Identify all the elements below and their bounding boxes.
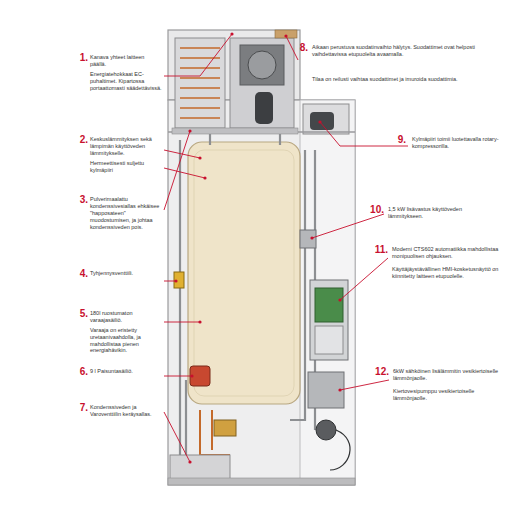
callout-number: 1.: [68, 52, 88, 63]
callout-number: 11.: [362, 244, 388, 255]
callout-number: 10.: [358, 204, 384, 215]
callout-text: Moderni CTS602 automatiikka mahdollistaa…: [392, 246, 500, 260]
callout-text: Tilaa on reilusti vaihtaa suodattimet ja…: [312, 76, 497, 83]
callout-text: Tyhjennysventtiili.: [90, 270, 162, 277]
callout-text: Pulverimaalattu kondenssivesiallas ehkäi…: [90, 196, 162, 230]
callout-text: Käyttäjäystävällinen HMI-kosketusnäyttö …: [392, 266, 500, 280]
callout-text: Varaaja on eristetty uretaanivaahdolla, …: [90, 327, 162, 355]
callout-number: 2.: [68, 134, 88, 145]
callout-number: 5.: [68, 308, 88, 319]
callout-text: 180l ruostumaton varaajasäiliö.: [90, 310, 162, 324]
callout-number: 6.: [68, 366, 88, 377]
callout-text: Keskuslämmityksen sekä lämpimän käyttöve…: [90, 136, 162, 157]
callout-number: 7.: [68, 402, 88, 413]
callout-text: Aikaan perustuva suodatinvaihto hälytys.…: [312, 44, 497, 58]
callout-text: 9 l Paisuntasäiliö.: [90, 368, 162, 375]
callout-text: Kanava yhteet laitteen päällä.: [90, 54, 162, 68]
callout-text: Kiertovesipumppu vesikiertoiselle lämmön…: [393, 388, 501, 402]
callout-text: Kylmäpiiri toimii luotettavalla rotary-k…: [412, 136, 500, 150]
callout-number: 8.: [284, 42, 308, 53]
callout-text: Energiatehokkaat EC-puhaltimet. Kipartos…: [90, 71, 162, 92]
callout-text: 1,5 kW lisävastus käyttöveden lämmitykse…: [388, 206, 498, 220]
callout-number: 12.: [363, 366, 389, 377]
callout-number: 3.: [68, 194, 88, 205]
callout-number: 4.: [68, 268, 88, 279]
callout-text: 6kW sähköinen lisälämmitin vesikiertoise…: [393, 368, 501, 382]
callout-text: Hermeettisesti suljettu kylmäpiiri: [90, 160, 162, 174]
callout-number: 9.: [382, 134, 406, 145]
callout-text: Kondenssiveden ja Varoventtiilin keräysa…: [90, 404, 162, 418]
